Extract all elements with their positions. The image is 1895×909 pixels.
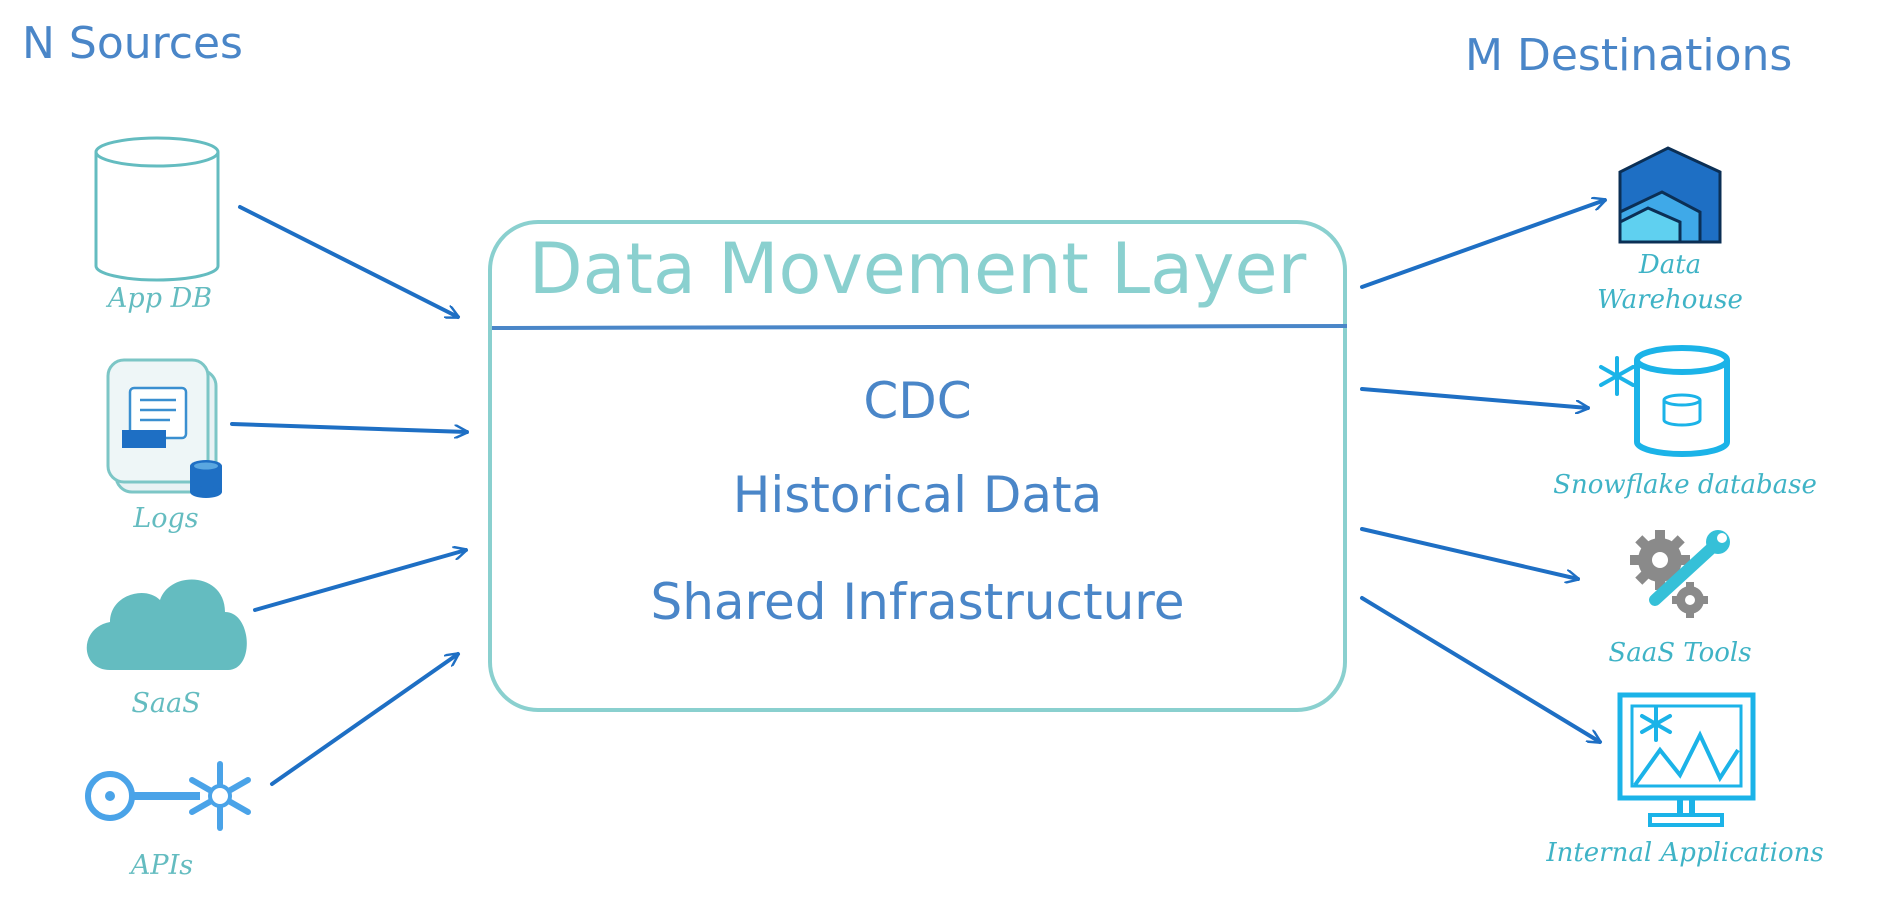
log-document-icon [106,358,222,498]
layer-line-cdc: CDC [863,372,972,430]
arrow-warehouse [1360,200,1605,289]
source-label-logs: Logs [133,503,199,534]
dest-label-snowflake: Snowflake database [1553,470,1817,500]
api-connector-icon [85,761,251,831]
layer-line-historical: Historical Data [732,466,1103,524]
data-movement-layer-box [488,220,1348,712]
destinations-title: M Destinations [1465,30,1793,81]
snowflake-database-icon [1599,345,1730,457]
source-label-appdb: App DB [107,283,213,314]
layer-line-shared: Shared Infrastructure [650,573,1185,631]
arrow-saas [253,550,466,612]
sources-title: N Sources [22,18,243,69]
arrow-saastools [1360,527,1578,579]
arrow-internal [1360,596,1600,744]
cloud-icon [86,579,247,670]
dest-label-saastools: SaaS Tools [1608,638,1752,668]
gear-wrench-icon [1630,530,1730,618]
layer-title: Data Movement Layer [528,228,1307,310]
source-label-saas: SaaS [131,688,201,719]
dest-label-warehouse-line2: Warehouse [1597,285,1743,315]
dest-label-warehouse-line1: Data [1638,250,1702,280]
warehouse-icon [1618,146,1722,244]
dest-label-internal: Internal Applications [1546,838,1824,868]
arrow-appdb [238,205,458,319]
arrow-snowflake [1360,387,1590,408]
source-label-apis: APIs [130,850,194,881]
arrow-apis [270,654,458,786]
monitor-chart-icon [1617,692,1756,827]
arrow-logs [230,422,469,432]
database-cylinder-icon [94,136,220,282]
